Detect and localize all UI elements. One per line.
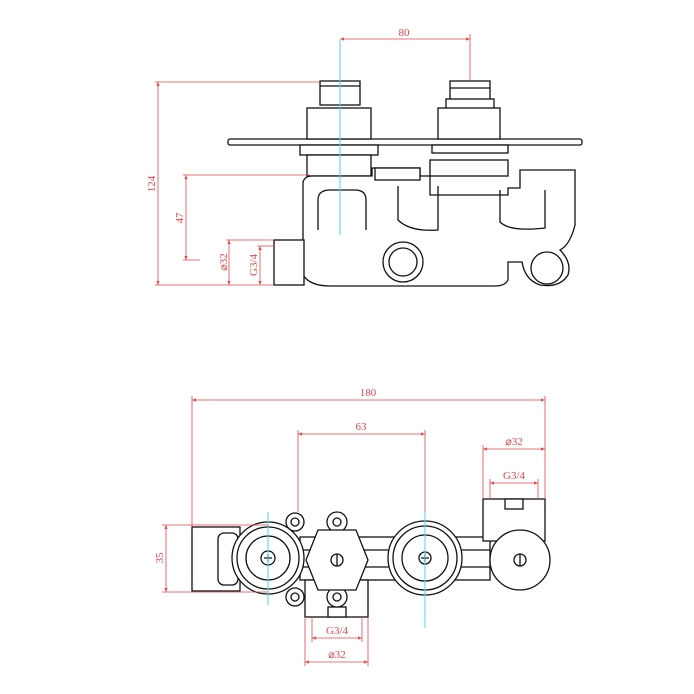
dim-label: 80 [399,27,411,39]
valve-body-side [273,167,576,287]
dim-label: 63 [356,421,368,433]
dimension-outlet-height: 47 [174,174,310,261]
dimension-total-depth: 124 [146,81,320,286]
top-view: 180 63 ⌀32 G3/4 35 G3/ [154,387,551,666]
right-port [489,529,551,591]
dimension-spindle-spacing: 63 [297,421,426,512]
dim-label: G3/4 [503,470,526,482]
wall-plate [227,138,583,146]
dimension-total-width: 180 [191,387,546,527]
side-view: 80 124 47 ⌀32 G3/4 [146,27,583,287]
dimension-outlet-thread: G3/4 [248,245,274,285]
dim-label: ⌀32 [328,649,346,661]
dimension-outlet-diameter: ⌀32 [218,239,274,285]
mounting-lug-left [285,512,305,607]
dimension-bottom-diameter: ⌀32 [304,617,369,666]
dim-label: ⌀32 [505,436,523,448]
right-knob [429,80,509,177]
dim-label: G3/4 [326,625,349,637]
left-knob [299,80,379,177]
side-outlet-pipe [273,239,305,286]
dim-label: G3/4 [248,254,260,277]
dimension-bottom-thread: G3/4 [311,617,363,642]
dim-label: 35 [154,552,166,564]
dimension-height: 35 [154,524,268,593]
dimension-right-thread: G3/4 [489,470,539,499]
dim-label: 124 [146,175,158,192]
dim-label: ⌀32 [218,253,230,271]
dim-label: 47 [174,212,186,224]
dimension-right-diameter: ⌀32 [482,436,545,499]
dim-label: 180 [360,387,377,399]
hex-port [305,511,369,608]
dimension-knob-spacing: 80 [340,27,471,80]
